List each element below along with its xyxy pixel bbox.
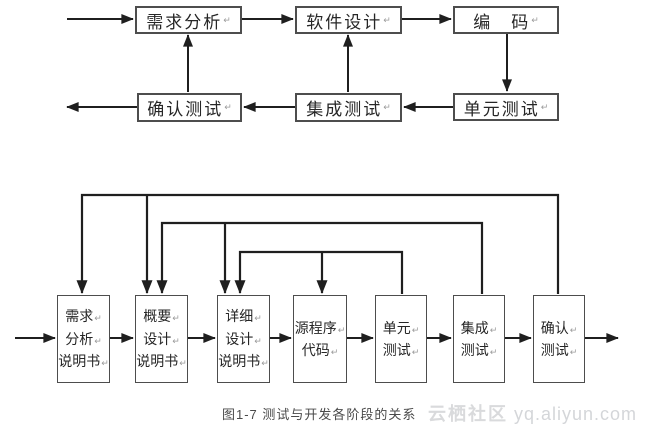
return-mark: ↵ [569,347,578,357]
phase-box-unit-test: 单元测试↵ [453,93,559,121]
doc-box-source-code: 源程序↵ 代码↵ [293,295,347,383]
phase-box-coding: 编 码↵ [453,6,559,34]
feedback-integration-to-preliminary [156,221,484,294]
doc-box-line: 集成↵ [461,317,498,339]
doc-box-line: 测试↵ [461,339,498,361]
phase-box-acceptance-test: 确认测试↵ [137,93,242,122]
return-mark: ↵ [223,14,231,25]
doc-box-text: 源程序 [294,319,337,336]
return-mark: ↵ [569,324,578,335]
doc-box-text: 测试 [540,342,569,358]
phase-box-requirements-analysis: 需求分析↵ [135,6,242,34]
doc-box-unit-test: 单元↵ 测试↵ [375,295,427,383]
return-mark: ↵ [489,347,498,357]
return-mark: ↵ [337,324,346,335]
feedback-acceptance-to-reqspec [76,193,560,294]
return-mark: ↵ [411,347,420,357]
doc-box-line: 需求↵ [65,305,102,327]
return-mark: ↵ [101,358,109,369]
doc-box-integration-test: 集成↵ 测试↵ [453,295,505,383]
doc-box-preliminary-design-spec: 概要↵ 设计↵ 说明书↵ [135,295,188,383]
doc-box-text: 说明书 [218,353,261,370]
doc-box-line: 测试↵ [541,339,578,361]
doc-box-line: 详细↵ [225,305,262,327]
doc-box-text: 集成 [460,319,489,336]
watermark-url: yq.aliyun.com [514,404,638,424]
doc-box-line: 单元↵ [383,317,420,339]
phase-box-label: 集成测试 [306,100,383,119]
phase-box-software-design: 软件设计↵ [295,6,402,34]
doc-box-line: 概要↵ [143,305,180,327]
doc-box-text: 确认 [540,319,569,336]
return-mark: ↵ [261,358,269,369]
return-mark: ↵ [94,335,102,346]
return-mark: ↵ [383,14,391,25]
watermark-brand: 云栖社区 [428,404,508,424]
doc-box-text: 分析 [65,330,94,347]
doc-box-text: 说明书 [58,353,101,370]
doc-box-text: 测试 [460,342,489,358]
doc-box-line: 说明书↵ [136,350,187,372]
doc-box-line: 测试↵ [383,339,420,361]
return-mark: ↵ [540,101,549,112]
doc-box-line: 确认↵ [541,317,578,339]
phase-box-label: 单元测试 [463,99,540,119]
phase-box-label: 软件设计 [306,12,383,32]
return-mark: ↵ [330,347,339,357]
return-mark: ↵ [172,313,180,324]
figure-caption: 图1-7 测试与开发各阶段的关系 [222,407,417,422]
phase-box-integration-test: 集成测试↵ [295,93,402,122]
doc-box-text: 代码 [301,342,330,358]
doc-box-line: 设计↵ [225,328,262,350]
return-mark: ↵ [254,335,262,346]
return-mark: ↵ [179,358,187,369]
watermark: 云栖社区 yq.aliyun.com [428,400,637,426]
phase-box-label: 确认测试 [147,100,224,119]
doc-box-line: 代码↵ [302,339,339,361]
doc-box-text: 单元 [382,319,411,336]
doc-box-requirements-spec: 需求↵ 分析↵ 说明书↵ [57,295,110,383]
return-mark: ↵ [224,102,232,112]
doc-box-line: 源程序↵ [295,317,346,339]
doc-box-text: 需求 [65,308,94,325]
doc-box-line: 设计↵ [143,328,180,350]
phase-box-label: 编 码 [473,12,531,32]
doc-box-line: 说明书↵ [218,350,269,372]
return-mark: ↵ [94,313,102,324]
return-mark: ↵ [489,324,498,335]
doc-box-text: 概要 [143,308,172,325]
doc-box-text: 设计 [225,330,254,347]
return-mark: ↵ [383,102,391,112]
doc-box-acceptance-test: 确认↵ 测试↵ [533,295,585,383]
return-mark: ↵ [411,324,420,335]
doc-box-text: 测试 [382,342,411,358]
doc-box-text: 说明书 [136,353,179,370]
doc-box-text: 设计 [143,330,172,347]
doc-box-line: 分析↵ [65,328,102,350]
doc-box-detailed-design-spec: 详细↵ 设计↵ 说明书↵ [217,295,270,383]
return-mark: ↵ [531,14,539,25]
return-mark: ↵ [254,313,262,324]
return-mark: ↵ [172,335,180,346]
doc-box-text: 详细 [225,308,254,325]
doc-box-line: 说明书↵ [58,350,109,372]
phase-box-label: 需求分析 [146,12,223,32]
